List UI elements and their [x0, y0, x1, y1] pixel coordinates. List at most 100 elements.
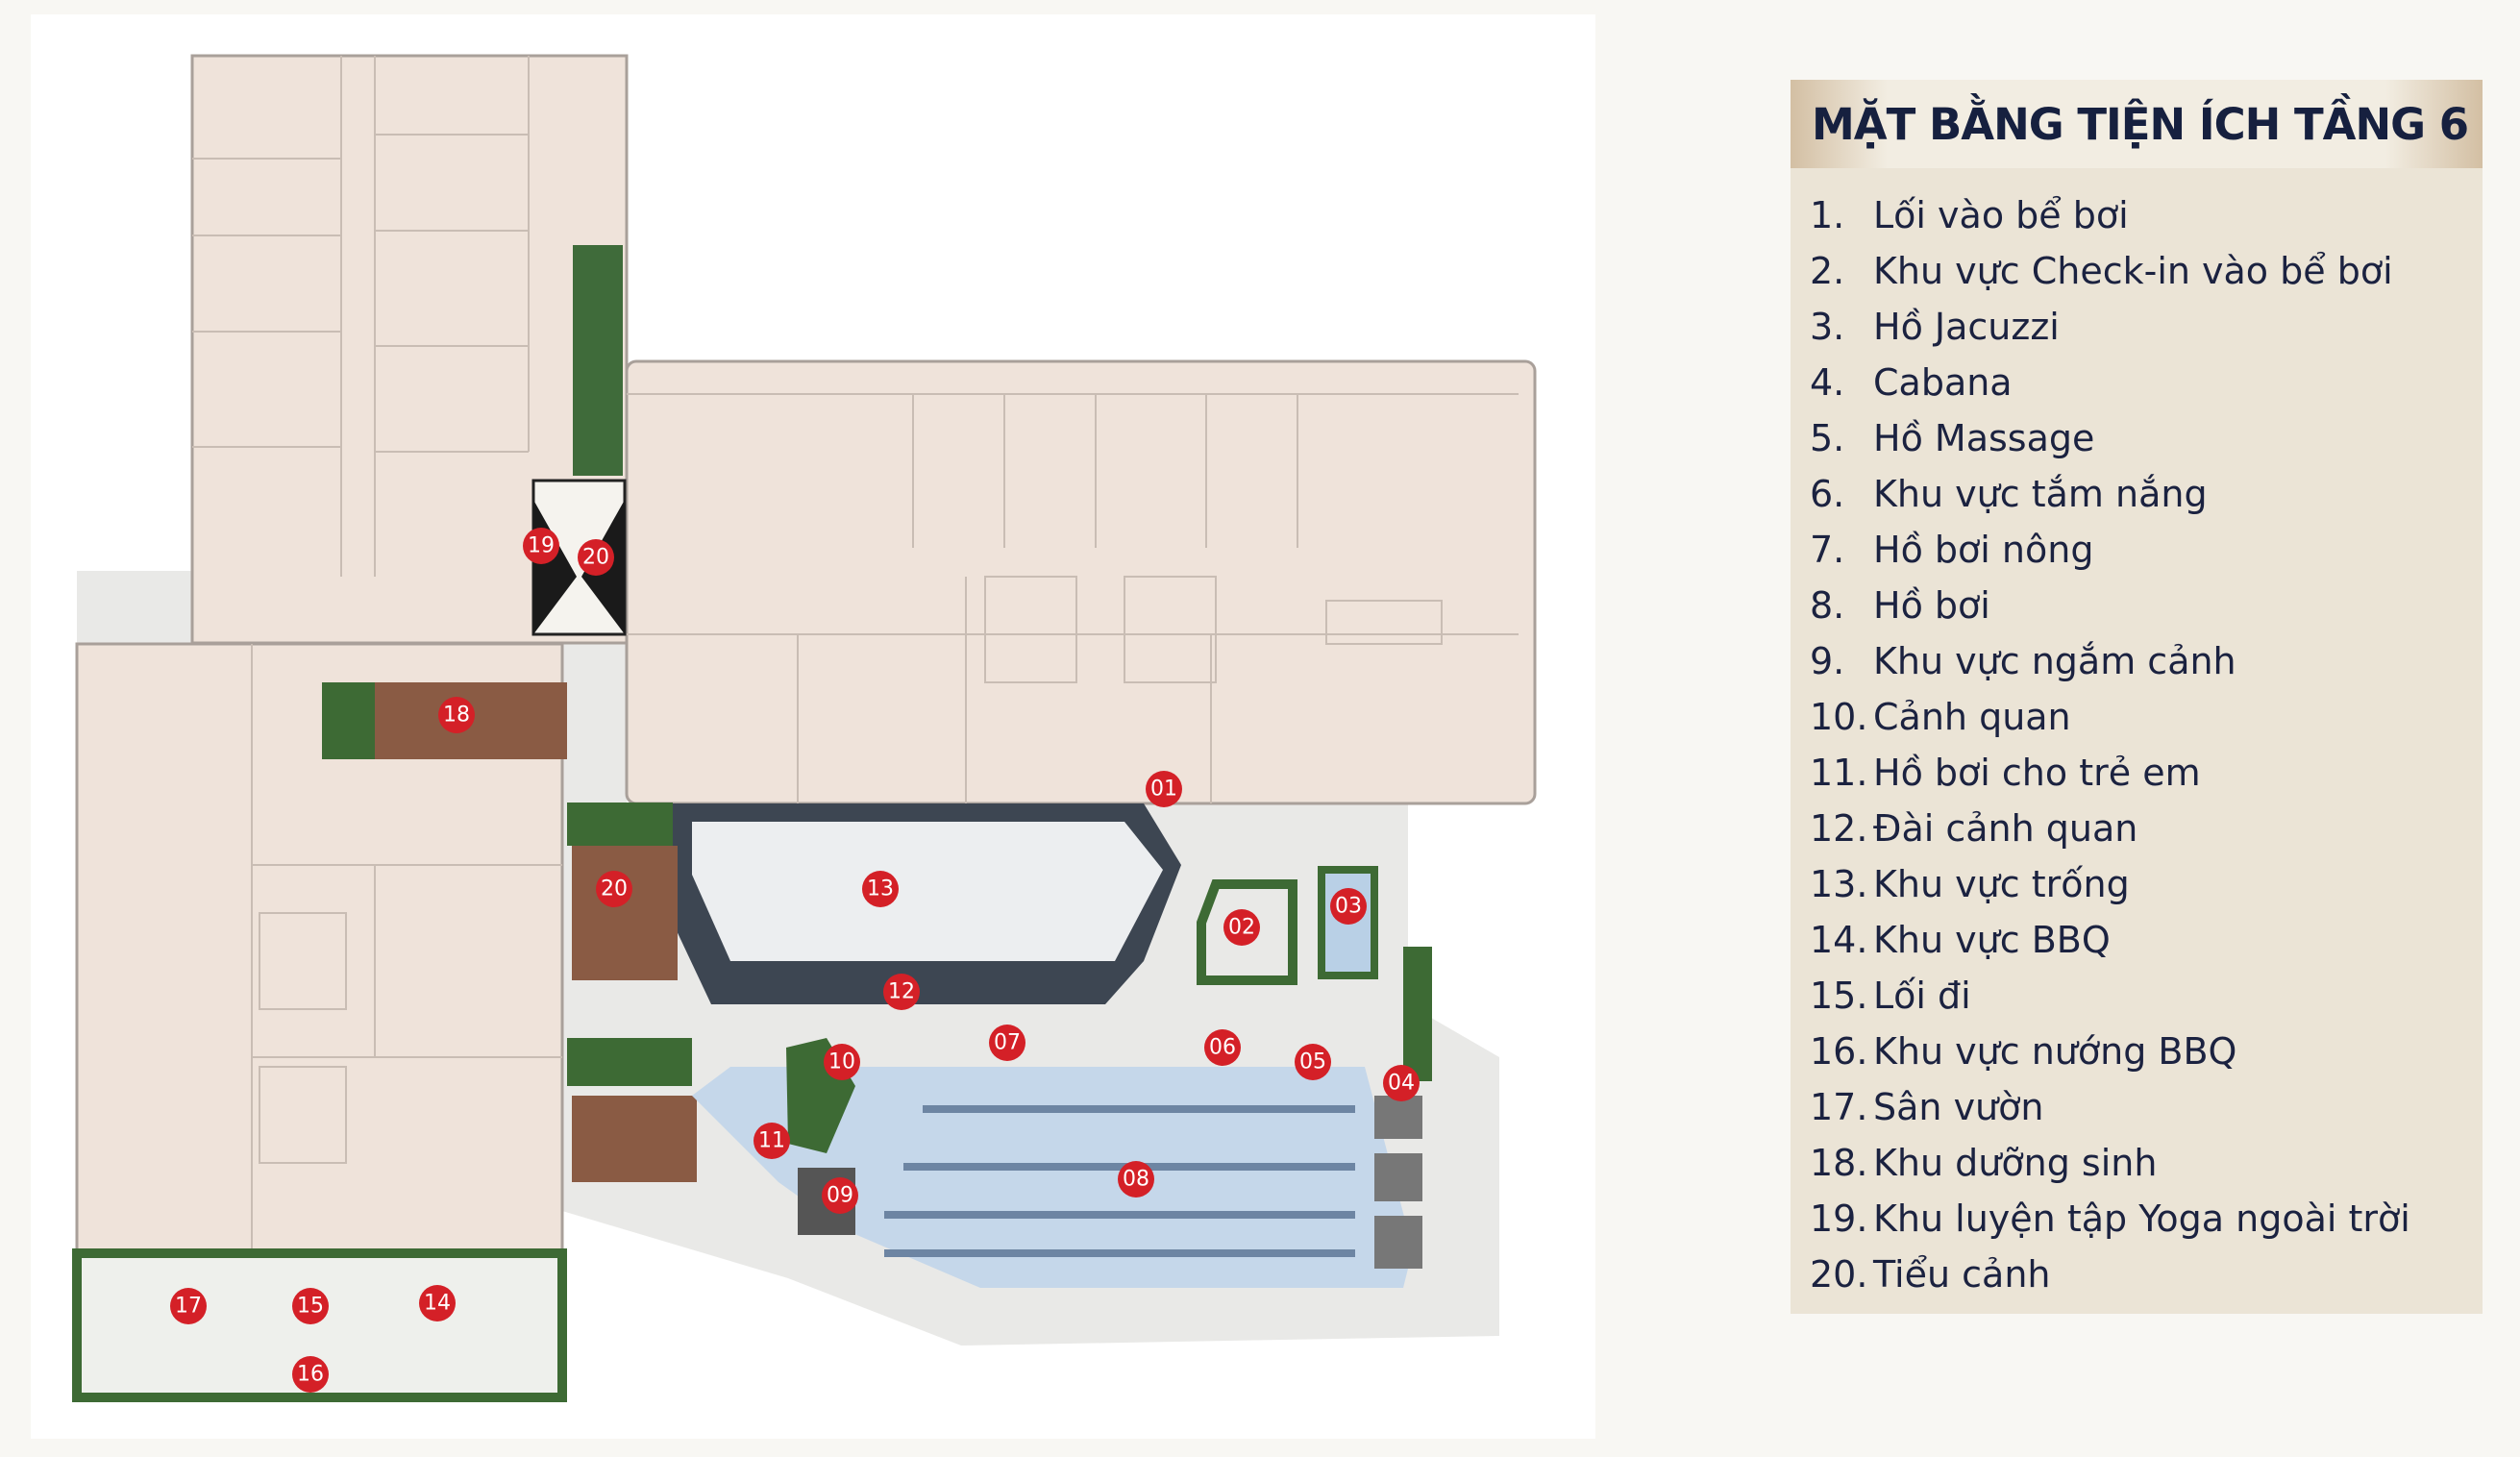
cabana-2 — [1374, 1153, 1422, 1201]
legend-item-number: 19. — [1810, 1198, 1868, 1240]
svg-text:03: 03 — [1335, 895, 1362, 919]
marker-03[interactable]: 03 — [1330, 888, 1367, 925]
legend-item-number: 1. — [1810, 194, 1845, 236]
marker-12[interactable]: 12 — [883, 974, 920, 1010]
legend-item-number: 10. — [1810, 696, 1868, 738]
garden-20 — [572, 846, 678, 980]
markers: 01 02 03 04 05 06 07 08 09 10 11 12 13 1… — [170, 528, 1420, 1393]
legend-item-label: Cảnh quan — [1873, 696, 2071, 738]
legend-item-number: 3. — [1810, 306, 1845, 348]
legend-item-label: Lối đi — [1873, 975, 1971, 1017]
legend-item: 11.Hồ bơi cho trẻ em — [1810, 745, 2483, 801]
legend-item-number: 6. — [1810, 473, 1845, 515]
legend-item-label: Khu vực ngắm cảnh — [1873, 640, 2236, 682]
marker-11[interactable]: 11 — [754, 1123, 790, 1159]
legend-item-label: Sân vườn — [1873, 1086, 2044, 1128]
svg-text:13: 13 — [867, 877, 894, 901]
legend-item: 7. Hồ bơi nông — [1810, 522, 2483, 578]
building-east — [625, 359, 1537, 805]
tower-rooms — [192, 56, 530, 577]
legend-item-number: 13. — [1810, 863, 1868, 905]
cabana-3 — [1374, 1216, 1422, 1269]
legend-panel: MẶT BẰNG TIỆN ÍCH TẦNG 6 1.Lối vào bể bơ… — [1791, 80, 2483, 1314]
legend-item: 4. Cabana — [1810, 355, 2483, 410]
legend-item-number: 14. — [1810, 919, 1868, 961]
legend-item-number: 11. — [1810, 752, 1868, 794]
marker-05[interactable]: 05 — [1295, 1044, 1331, 1080]
legend-item-label: Khu vực Check-in vào bể bơi — [1873, 250, 2393, 292]
legend-item-number: 5. — [1810, 417, 1845, 459]
legend-item: 18.Khu dưỡng sinh — [1810, 1135, 2483, 1191]
legend-item-number: 17. — [1810, 1086, 1868, 1128]
svg-text:10: 10 — [828, 1050, 855, 1074]
legend-item-label: Khu vực BBQ — [1873, 919, 2111, 961]
marker-18[interactable]: 18 — [438, 697, 475, 733]
marker-02[interactable]: 02 — [1223, 909, 1260, 946]
legend-item: 12.Đài cảnh quan — [1810, 801, 2483, 856]
svg-text:18: 18 — [443, 704, 470, 728]
svg-text:20: 20 — [582, 546, 609, 570]
legend-item: 20.Tiểu cảnh — [1810, 1247, 2483, 1302]
pool-08 — [692, 1067, 1413, 1288]
legend-item: 1.Lối vào bể bơi — [1810, 187, 2483, 243]
marker-08[interactable]: 08 — [1118, 1161, 1154, 1198]
legend-item-label: Hồ Jacuzzi — [1873, 306, 2060, 348]
legend-item: 15.Lối đi — [1810, 968, 2483, 1024]
legend-item: 14.Khu vực BBQ — [1810, 912, 2483, 968]
legend-item-label: Hồ bơi nông — [1873, 529, 2094, 571]
legend-item-label: Hồ bơi cho trẻ em — [1873, 752, 2201, 794]
east-rooms — [627, 393, 1519, 803]
legend-item-number: 4. — [1810, 361, 1845, 404]
marker-09[interactable]: 09 — [822, 1177, 858, 1214]
svg-text:14: 14 — [424, 1292, 451, 1316]
marker-15[interactable]: 15 — [292, 1288, 329, 1324]
svg-text:19: 19 — [528, 534, 555, 558]
legend-item-number: 7. — [1810, 529, 1845, 571]
pool-13 — [692, 822, 1163, 961]
marker-20-yoga[interactable]: 20 — [578, 539, 614, 576]
marker-06[interactable]: 06 — [1204, 1029, 1241, 1066]
legend-item-number: 15. — [1810, 975, 1868, 1017]
svg-text:05: 05 — [1299, 1050, 1326, 1074]
svg-text:15: 15 — [297, 1295, 324, 1319]
marker-20-garden[interactable]: 20 — [596, 871, 632, 907]
legend-item-label: Khu vực trống — [1873, 863, 2130, 905]
svg-text:09: 09 — [827, 1184, 853, 1208]
svg-text:08: 08 — [1123, 1168, 1149, 1192]
marker-16[interactable]: 16 — [292, 1356, 329, 1393]
legend-item-label: Khu luyện tập Yoga ngoài trời — [1873, 1198, 2410, 1240]
svg-text:06: 06 — [1209, 1036, 1236, 1060]
marker-19[interactable]: 19 — [523, 528, 559, 564]
svg-text:20: 20 — [601, 877, 628, 901]
marker-14[interactable]: 14 — [419, 1285, 456, 1321]
legend-item: 19.Khu luyện tập Yoga ngoài trời — [1810, 1191, 2483, 1247]
svg-text:17: 17 — [175, 1295, 202, 1319]
marker-01[interactable]: 01 — [1146, 771, 1182, 807]
marker-07[interactable]: 07 — [989, 1025, 1025, 1061]
svg-text:16: 16 — [297, 1363, 324, 1387]
garden-strip-north — [573, 245, 623, 476]
marker-04[interactable]: 04 — [1383, 1065, 1420, 1101]
legend-item: 10.Cảnh quan — [1810, 689, 2483, 745]
legend-item-label: Khu vực tắm nắng — [1873, 473, 2208, 515]
legend-item-number: 12. — [1810, 807, 1868, 850]
legend-item: 16.Khu vực nướng BBQ — [1810, 1024, 2483, 1079]
legend-item: 13.Khu vực trống — [1810, 856, 2483, 912]
svg-text:04: 04 — [1388, 1072, 1415, 1096]
marker-17[interactable]: 17 — [170, 1288, 207, 1324]
svg-text:07: 07 — [994, 1031, 1021, 1055]
legend-item-label: Tiểu cảnh — [1873, 1253, 2051, 1296]
legend-item: 17.Sân vườn — [1810, 1079, 2483, 1135]
marker-13[interactable]: 13 — [862, 871, 899, 907]
legend-item-label: Cabana — [1873, 361, 2013, 404]
legend-item-number: 2. — [1810, 250, 1845, 292]
svg-text:02: 02 — [1228, 916, 1255, 940]
legend-item: 8.Hồ bơi — [1810, 578, 2483, 633]
legend-item: 2. Khu vực Check-in vào bể bơi — [1810, 243, 2483, 299]
legend-item: 5.Hồ Massage — [1810, 410, 2483, 466]
svg-text:12: 12 — [888, 980, 915, 1004]
marker-10[interactable]: 10 — [824, 1044, 860, 1080]
legend-item-number: 18. — [1810, 1142, 1868, 1184]
legend-item-label: Đài cảnh quan — [1873, 807, 2138, 850]
